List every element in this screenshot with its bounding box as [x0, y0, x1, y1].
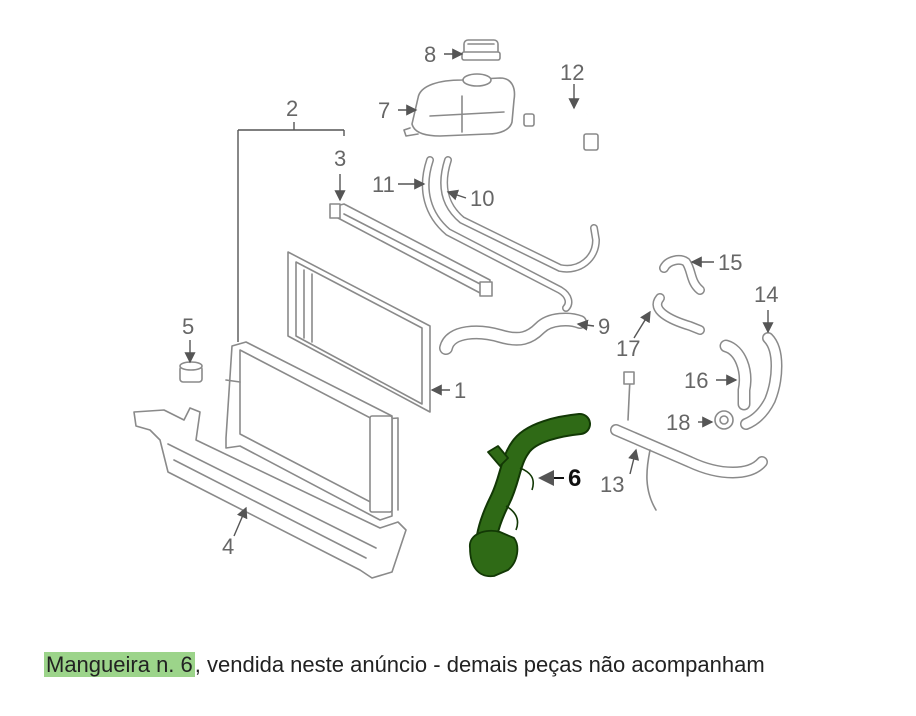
- part-12-hose: [523, 108, 599, 151]
- callout-15: 15: [718, 250, 742, 275]
- part-17-hose: [652, 293, 705, 335]
- part-1-condenser: [287, 251, 431, 413]
- callout-1: 1: [454, 378, 466, 403]
- callout-7: 7: [378, 98, 390, 123]
- callout-4: 4: [222, 534, 234, 559]
- callout-labels: 8 7 12 2 3 11 10 5 1 9 15 17 14 16 18 13…: [182, 42, 778, 559]
- part-6-hose-highlighted: [469, 413, 591, 578]
- callout-16: 16: [684, 368, 708, 393]
- leader-lines: [184, 48, 774, 537]
- part-8-cap: [461, 39, 501, 61]
- part-14-hose: [740, 332, 783, 430]
- part-16-hose: [719, 339, 752, 411]
- callout-14: 14: [754, 282, 778, 307]
- part-13-pipe: [610, 371, 768, 511]
- callout-12: 12: [560, 60, 584, 85]
- callout-3: 3: [334, 146, 346, 171]
- callout-17: 17: [616, 336, 640, 361]
- part-3-support-bar: [329, 203, 493, 297]
- part-15-hose: [659, 255, 705, 295]
- part-11-hose: [421, 156, 573, 312]
- callout-2: 2: [286, 96, 298, 121]
- part-7-expansion-tank: [403, 73, 516, 137]
- callout-8: 8: [424, 42, 436, 67]
- parts-diagram: 8 7 12 2 3 11 10 5 1 9 15 17 14 16 18 13…: [133, 39, 783, 579]
- caption: Mangueira n. 6, vendida neste anúncio - …: [44, 648, 765, 682]
- caption-rest: , vendida neste anúncio - demais peças n…: [194, 652, 765, 677]
- callout-6: 6: [568, 465, 581, 492]
- callout-5: 5: [182, 314, 194, 339]
- caption-highlight: Mangueira n. 6: [44, 652, 195, 677]
- part-10-hose: [440, 156, 601, 273]
- part-9-hose: [439, 312, 587, 355]
- part-18-clamp: [714, 410, 734, 430]
- part-5-mount: [179, 361, 203, 383]
- callout-10: 10: [470, 186, 494, 211]
- callout-9: 9: [598, 314, 610, 339]
- part-4-lower-crossmember: [133, 407, 407, 579]
- callout-13: 13: [600, 472, 624, 497]
- part-2-radiator-frame: [225, 341, 399, 521]
- callout-18: 18: [666, 410, 690, 435]
- callout-11: 11: [372, 172, 395, 197]
